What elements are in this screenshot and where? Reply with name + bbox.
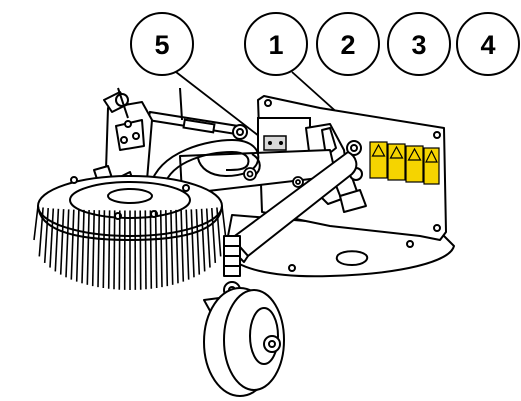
leader-5 xyxy=(175,71,269,144)
brush-bristle xyxy=(154,210,158,289)
brush-bristle xyxy=(221,205,227,241)
warning-decal-4 xyxy=(423,147,440,185)
callout-2: 2 xyxy=(316,12,380,76)
callout-3: 3 xyxy=(387,12,451,76)
brush-bristle xyxy=(107,210,111,289)
brush-bristle xyxy=(144,210,147,290)
brush-bristle xyxy=(43,208,49,263)
brush-rim xyxy=(37,205,223,242)
callout-1-label: 1 xyxy=(268,30,283,60)
callout-5-label: 5 xyxy=(154,30,169,60)
brush-bristle xyxy=(216,207,222,257)
callout-2-label: 2 xyxy=(340,30,355,60)
brush-bristle xyxy=(81,209,85,284)
brush-bristle xyxy=(180,209,185,282)
brush-bristle xyxy=(97,210,101,288)
brush-bristle xyxy=(190,209,195,278)
brush-bristle xyxy=(175,209,179,284)
brush-bristles xyxy=(33,205,227,290)
brush-bristle xyxy=(139,210,142,290)
brush-bristle xyxy=(159,210,163,288)
brush-bristle xyxy=(70,209,75,280)
brush-bristle xyxy=(211,208,217,263)
brush-bristle xyxy=(59,209,65,275)
brush-bristle xyxy=(200,208,206,272)
brush-bristle xyxy=(91,210,95,287)
callout-1: 1 xyxy=(244,12,308,76)
warning-decal-1 xyxy=(369,141,388,179)
top-linkage xyxy=(146,87,248,140)
brush-bristle xyxy=(86,209,90,285)
callout-5: 5 xyxy=(130,12,194,76)
brush-bristle xyxy=(118,210,121,290)
brush-bristle xyxy=(33,205,39,241)
brush-bristle xyxy=(185,209,190,280)
warning-triangle-icon xyxy=(371,143,386,157)
label-plate xyxy=(257,117,311,155)
warning-triangle-icon xyxy=(425,149,438,163)
brush-bristle xyxy=(54,208,60,272)
brush-bristle xyxy=(102,210,106,289)
warning-triangle-icon xyxy=(407,147,422,161)
fasteners xyxy=(243,167,304,188)
callout-4: 4 xyxy=(456,12,520,76)
brush-bristle xyxy=(195,209,201,275)
brush-bristle xyxy=(205,208,211,268)
brush-bristle xyxy=(165,210,169,287)
brush-bristle xyxy=(149,210,153,289)
warning-decal-3 xyxy=(405,145,424,183)
brush-bristle xyxy=(75,209,80,282)
brush-bristle xyxy=(65,209,70,278)
brush-bristle xyxy=(170,209,174,285)
callout-3-label: 3 xyxy=(411,30,426,60)
brush-bristle xyxy=(49,208,55,268)
brush-bristle xyxy=(113,210,116,290)
callout-4-label: 4 xyxy=(480,30,495,60)
brush-bristle xyxy=(38,207,44,257)
warning-decal-2 xyxy=(387,143,406,181)
warning-triangle-icon xyxy=(389,145,404,159)
warning-decals xyxy=(369,141,440,185)
caster-wheel xyxy=(203,287,285,397)
